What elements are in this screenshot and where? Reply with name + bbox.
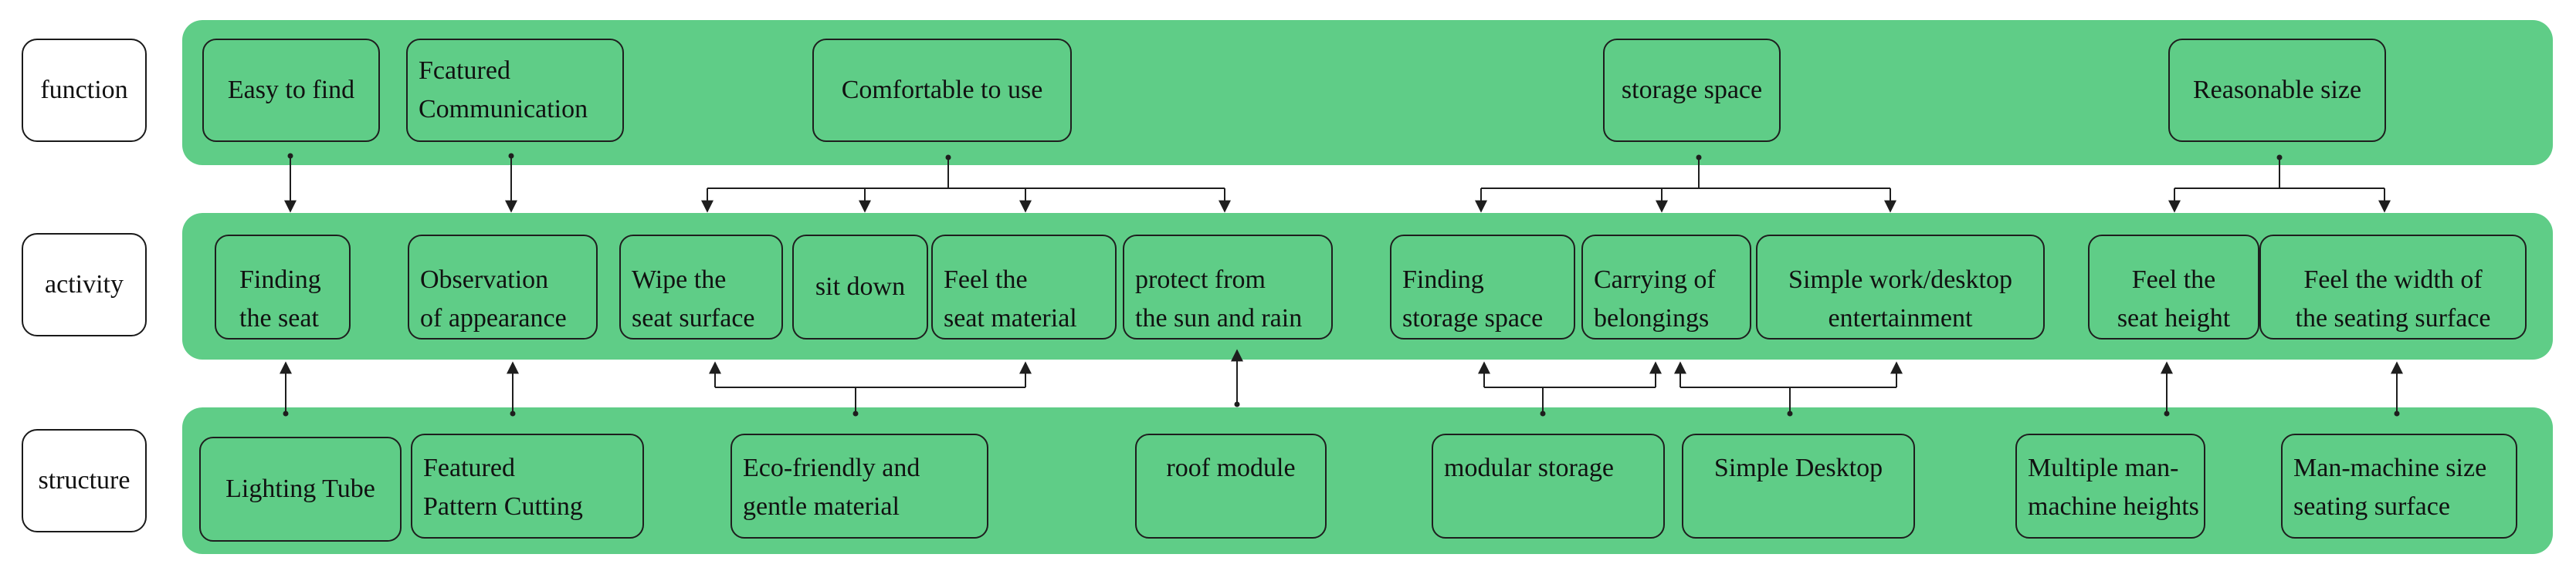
function-node-storage-space: storage space: [1603, 39, 1781, 142]
activity-node-finding-the-seat: Finding the seat: [215, 235, 351, 340]
row-label-activity: activity: [22, 233, 147, 336]
function-node-reasonable-size: Reasonable size: [2168, 39, 2386, 142]
structure-node-man-machine-size-seating-surface: Man-machine size seating surface: [2281, 434, 2517, 539]
activity-node-feel-the-seat-material: Feel the seat material: [931, 235, 1117, 340]
structure-node-simple-desktop: Simple Desktop: [1682, 434, 1915, 539]
activity-node-protect-from-sun-and-rain: protect from the sun and rain: [1123, 235, 1333, 340]
structure-node-multiple-man-machine-heights: Multiple man- machine heights: [2015, 434, 2205, 539]
link-comfortable-to-use-bracket: [707, 157, 1225, 189]
activity-node-observation-of-appearance: Observation of appearance: [408, 235, 598, 340]
function-node-featured-communication: Fcatured Communication: [406, 39, 624, 142]
structure-node-modular-storage: modular storage: [1432, 434, 1665, 539]
activity-node-feel-the-seat-height: Feel the seat height: [2088, 235, 2259, 340]
structure-node-lighting-tube: Lighting Tube: [199, 437, 402, 542]
activity-node-finding-storage-space: Finding storage space: [1390, 235, 1575, 340]
structure-node-eco-friendly-gentle-material: Eco-friendly and gentle material: [730, 434, 988, 539]
function-node-easy-to-find: Easy to find: [202, 39, 380, 142]
row-label-structure: structure: [22, 429, 147, 532]
structure-node-roof-module: roof module: [1135, 434, 1327, 539]
link-modular-storage-bracket: [1484, 387, 1656, 414]
link-material-bracket: [715, 387, 1025, 414]
activity-node-wipe-the-seat-surface: Wipe the seat surface: [619, 235, 783, 340]
row-label-function: function: [22, 39, 147, 142]
link-desktop-bracket: [1680, 387, 1896, 414]
link-storage-bracket: [1481, 157, 1890, 189]
activity-node-sit-down: sit down: [792, 235, 928, 340]
link-size-bracket: [2174, 157, 2384, 189]
activity-node-carrying-of-belongings: Carrying of belongings: [1581, 235, 1751, 340]
function-node-comfortable-to-use: Comfortable to use: [812, 39, 1072, 142]
structure-node-featured-pattern-cutting: Featured Pattern Cutting: [411, 434, 644, 539]
activity-node-simple-work-desktop-entertainment: Simple work/desktop entertainment: [1756, 235, 2045, 340]
activity-node-feel-the-width-of-seating-surface: Feel the width of the seating surface: [2259, 235, 2527, 340]
